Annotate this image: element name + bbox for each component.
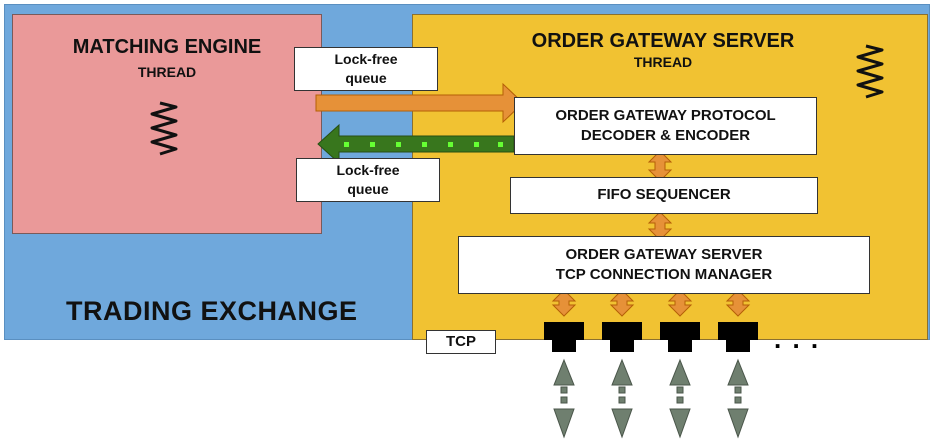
more-connections-ellipsis: . . . [774, 324, 821, 354]
socket-links [551, 289, 751, 317]
sequencer-label: FIFO SEQUENCER [597, 186, 731, 204]
tcp-manager-line1: ORDER GATEWAY SERVER [565, 245, 763, 263]
tcp-socket-icon [544, 322, 758, 352]
trading-exchange-label: TRADING EXCHANGE [66, 296, 358, 326]
fifo-sequencer: FIFO SEQUENCER [510, 177, 818, 214]
queue-label-line2: queue [345, 70, 387, 86]
queue-label-line2: queue [347, 181, 389, 197]
queue-label-line1: Lock-free [336, 162, 400, 179]
tcp-label: TCP [426, 330, 496, 354]
protocol-line2: DECODER & ENCODER [580, 127, 751, 144]
order-gateway-title: ORDER GATEWAY SERVER [531, 30, 795, 52]
matching-engine-title: MATCHING ENGINE [72, 36, 262, 58]
queue-items [344, 142, 503, 147]
matching-engine-subtitle: THREAD [137, 64, 197, 80]
inbound-queue-arrow [317, 123, 515, 165]
queue-label-line1: Lock-free [334, 51, 398, 68]
lock-free-queue-inbound: Lock-free queue [296, 158, 440, 202]
tcp-manager-line2: TCP CONNECTION MANAGER [555, 266, 773, 283]
outbound-queue-arrow [315, 82, 524, 124]
order-gateway-subtitle: THREAD [633, 54, 693, 70]
spring-icon [856, 44, 884, 99]
lock-free-queue-outbound: Lock-free queue [294, 47, 438, 91]
protocol-decoder-encoder: ORDER GATEWAY PROTOCOL DECODER & ENCODER [514, 97, 817, 155]
protocol-line1: ORDER GATEWAY PROTOCOL [555, 106, 776, 124]
client-connection-arrows [553, 358, 749, 439]
tcp-connection-manager: ORDER GATEWAY SERVER TCP CONNECTION MANAG… [458, 236, 870, 294]
spring-icon [150, 101, 178, 156]
